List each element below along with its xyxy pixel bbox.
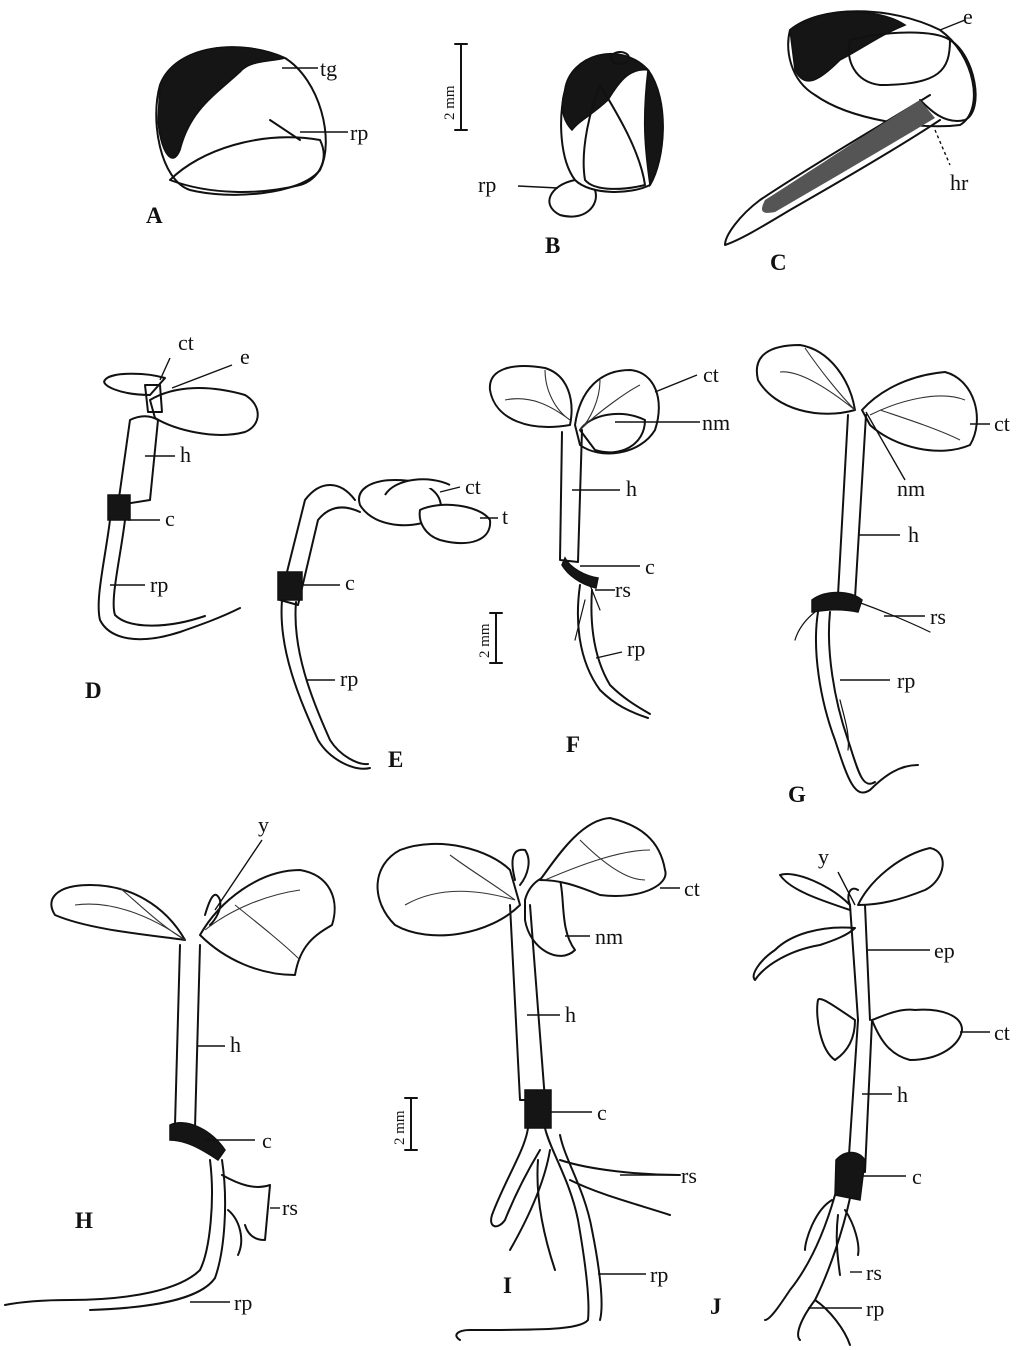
scale-bar-bottom: 2 mm (392, 1098, 417, 1150)
label-f-rp: rp (627, 636, 645, 661)
label-f-h: h (626, 476, 637, 501)
scale-bar-middle: 2 mm (477, 613, 502, 663)
label-f-c: c (645, 554, 655, 579)
label-i-rp: rp (650, 1262, 668, 1287)
leader-c-hr (935, 130, 950, 165)
label-f-nm: nm (702, 410, 730, 435)
panel-letter-j: J (710, 1294, 722, 1319)
panel-letter-d: D (85, 678, 102, 703)
label-g-h: h (908, 522, 919, 547)
label-h-c: c (262, 1128, 272, 1153)
label-e-rp: rp (340, 666, 358, 691)
label-a-rp: rp (350, 120, 368, 145)
panel-j-seedling-drawing (754, 848, 962, 1345)
panel-i-seedling-drawing (378, 818, 680, 1340)
leader-e-ct (440, 487, 460, 492)
label-i-nm: nm (595, 924, 623, 949)
leader-f-ct (655, 375, 697, 392)
label-d-ct: ct (178, 330, 194, 355)
label-j-y: y (818, 844, 829, 869)
label-j-h: h (897, 1082, 908, 1107)
label-e-ct: ct (465, 474, 481, 499)
label-i-rs: rs (681, 1163, 697, 1188)
label-j-ep: ep (934, 938, 955, 963)
leader-c-e (940, 20, 965, 30)
label-j-rs: rs (866, 1260, 882, 1285)
panel-letter-h: H (75, 1208, 93, 1233)
leader-f-rp (596, 652, 622, 658)
scale-bar-top-label: 2 mm (442, 85, 458, 120)
label-d-h: h (180, 442, 191, 467)
panel-letter-f: F (566, 732, 580, 757)
panel-b-seed-drawing (549, 52, 663, 217)
label-c-hr: hr (950, 170, 969, 195)
label-h-h: h (230, 1032, 241, 1057)
label-h-y: y (258, 812, 269, 837)
panel-e-seedling-drawing (278, 479, 490, 768)
panel-d-seedling-drawing (99, 374, 258, 639)
label-d-e: e (240, 344, 250, 369)
label-f-rs: rs (615, 577, 631, 602)
label-e-t: t (502, 504, 508, 529)
leader-d-ct (160, 358, 170, 380)
label-g-rs: rs (930, 604, 946, 629)
label-d-c: c (165, 506, 175, 531)
panel-letter-g: G (788, 782, 806, 807)
label-j-c: c (912, 1164, 922, 1189)
label-d-rp: rp (150, 572, 168, 597)
leader-d-e (172, 365, 232, 388)
scale-bar-middle-label: 2 mm (477, 623, 493, 658)
label-i-c: c (597, 1100, 607, 1125)
panel-letter-b: B (545, 233, 560, 258)
label-g-rp: rp (897, 668, 915, 693)
label-a-tg: tg (320, 56, 337, 81)
panel-f-seedling-drawing (490, 366, 659, 718)
label-g-nm: nm (897, 476, 925, 501)
label-b-rp: rp (478, 172, 496, 197)
panel-a-seed-drawing (156, 47, 326, 195)
label-h-rs: rs (282, 1195, 298, 1220)
label-j-rp: rp (866, 1296, 884, 1321)
scale-bar-bottom-label: 2 mm (392, 1110, 408, 1145)
panel-letter-a: A (146, 203, 163, 228)
scale-bar-top: 2 mm (442, 44, 467, 130)
label-i-ct: ct (684, 876, 700, 901)
label-e-c: c (345, 570, 355, 595)
panel-letter-c: C (770, 250, 787, 275)
label-c-e: e (963, 4, 973, 29)
label-g-ct: ct (994, 411, 1010, 436)
leader-b-rp (518, 186, 558, 188)
label-j-ct: ct (994, 1020, 1010, 1045)
label-f-ct: ct (703, 362, 719, 387)
panel-h-seedling-drawing (5, 870, 335, 1310)
label-i-h: h (565, 1002, 576, 1027)
label-h-rp: rp (234, 1290, 252, 1315)
panel-letter-i: I (503, 1273, 512, 1298)
panel-letter-e: E (388, 747, 403, 772)
panel-c-seed-drawing (725, 11, 976, 245)
